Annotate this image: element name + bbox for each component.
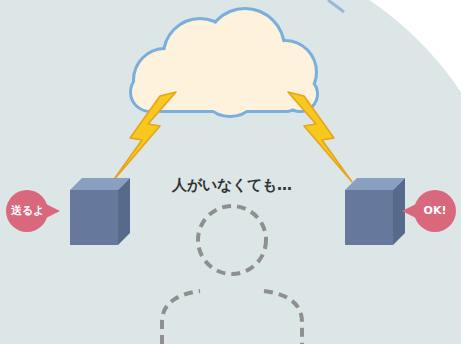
speech-bubble: 送るよ — [5, 189, 49, 233]
lightning-bolt — [288, 92, 352, 182]
device-cube — [70, 178, 130, 245]
bubble-text: OK! — [424, 205, 447, 217]
bubble-circle — [6, 190, 48, 232]
bubble-text: 送るよ — [11, 205, 44, 217]
speech-bubble: OK! — [413, 189, 457, 233]
bubble-circle — [414, 190, 456, 232]
caption-text: 人がいなくても… — [172, 176, 292, 195]
device-cube — [345, 178, 405, 245]
person-outline — [162, 206, 302, 344]
lightning-bolt — [112, 92, 176, 182]
accent-line — [328, 0, 344, 12]
